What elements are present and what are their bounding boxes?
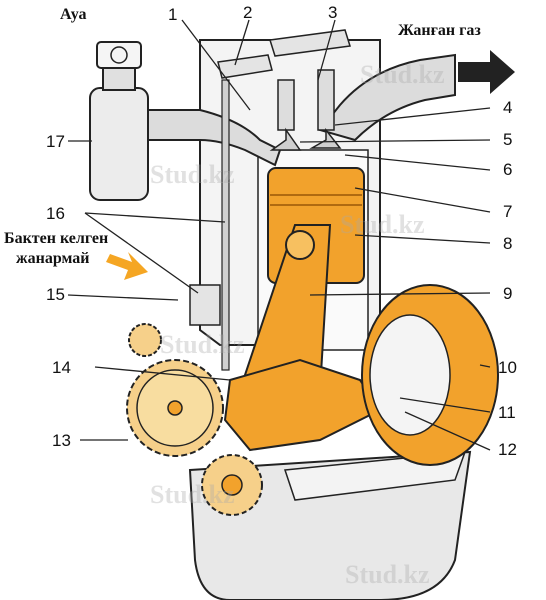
part-label-2: 2 (243, 3, 253, 22)
part-label-13: 13 (52, 431, 71, 450)
watermark: Stud.kz (160, 330, 245, 359)
part-label-17: 17 (46, 132, 65, 151)
air-filter-cap-icon (110, 46, 128, 64)
piston-pin (285, 230, 315, 260)
fuel-caption-line1: Бактен келген (4, 230, 109, 247)
valve-spring-left (277, 79, 295, 131)
flywheel-hub (369, 314, 451, 436)
part-label-6: 6 (503, 160, 513, 179)
part-label-10: 10 (498, 358, 517, 377)
valve-spring-right (317, 69, 335, 131)
fuel-arrow (106, 252, 148, 280)
part-label-9: 9 (503, 284, 513, 303)
air-filter-cap (96, 41, 142, 69)
part-label-8: 8 (503, 234, 513, 253)
part-label-12: 12 (498, 440, 517, 459)
intake-pipe (139, 109, 282, 167)
part-label-4: 4 (503, 98, 513, 117)
fuel-caption-line2: жанармай (16, 250, 90, 267)
watermark: Stud.kz (360, 60, 445, 89)
part-label-5: 5 (503, 130, 513, 149)
part-label-1: 1 (168, 5, 178, 24)
crankshaft (223, 358, 382, 452)
part-label-7: 7 (503, 202, 513, 221)
air-filter-neck (102, 64, 136, 91)
watermark: Stud.kz (150, 160, 235, 189)
exhaust-caption: Жанған газ (398, 22, 481, 39)
intake-valve (269, 127, 302, 151)
part-label-11: 11 (498, 403, 516, 422)
watermark: Stud.kz (345, 560, 430, 589)
push-rod (221, 79, 230, 371)
part-label-15: 15 (46, 285, 65, 304)
leader-lines (67, 19, 491, 451)
exhaust-pipe (318, 53, 456, 142)
part-label-16: 16 (46, 204, 65, 223)
air-caption: Ауа (60, 6, 87, 23)
rocker-arm-left (217, 54, 273, 79)
part-label-14: 14 (52, 358, 71, 377)
watermark: Stud.kz (340, 210, 425, 239)
part-label-3: 3 (328, 3, 338, 22)
air-filter-body (89, 87, 149, 201)
exhaust-arrow (458, 50, 515, 94)
watermark: Stud.kz (150, 480, 235, 509)
oil-pump-gear (128, 323, 162, 357)
